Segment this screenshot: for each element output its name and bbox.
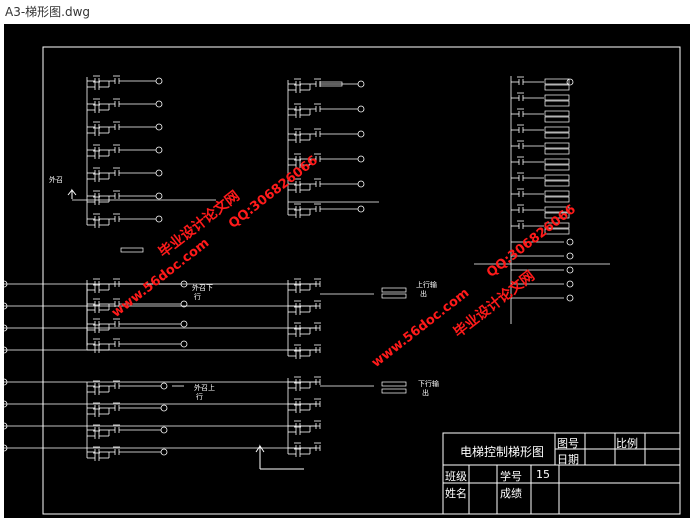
- arrow-center-up: [255, 444, 265, 469]
- window-title: A3-梯形图.dwg: [5, 5, 91, 19]
- drawing-border: [42, 46, 681, 515]
- title-block-riqi: 日期: [557, 453, 579, 466]
- cad-drawing-canvas[interactable]: 外召 外召下 行 外召上 行 上行输 出 下行输 出 电梯控制梯形图 图号 比例…: [4, 24, 690, 518]
- label-xing-2: 行: [196, 393, 203, 401]
- title-block-title: 电梯控制梯形图: [460, 445, 545, 459]
- label-xiaxing-shuchu: 下行输: [418, 380, 439, 388]
- title-block-tuhao: 图号: [557, 437, 579, 450]
- label-chu-1: 出: [420, 290, 427, 298]
- ladder-block-bottom-left: [86, 380, 184, 461]
- ladder-block-top-left: [72, 75, 216, 253]
- label-waizhao: 外召: [49, 176, 63, 184]
- title-block-chengji: 成绩: [500, 487, 522, 500]
- title-block-xingming: 姓名: [445, 487, 467, 500]
- window-title-bar: A3-梯形图.dwg: [0, 0, 693, 22]
- title-block-xuehao-value: 15: [536, 468, 550, 481]
- ladder-block-right: [474, 76, 610, 324]
- ladder-block-mid-center: [4, 278, 407, 359]
- label-waizhao-shang: 外召上: [194, 384, 215, 392]
- label-chu-2: 出: [422, 389, 429, 397]
- title-block-bili: 比例: [616, 437, 638, 450]
- label-shangxing-shuchu: 上行输: [416, 281, 437, 289]
- title-block-xuehao: 学号: [500, 470, 522, 483]
- arrow-left-up: [67, 188, 77, 199]
- label-waizhao-xia: 外召下: [192, 284, 213, 292]
- ladder-block-bottom-center: [4, 376, 407, 457]
- label-xing-1: 行: [194, 293, 201, 301]
- title-block-lines: [442, 432, 681, 515]
- ladder-diagram-svg: [4, 46, 681, 515]
- ladder-block-top-center: [287, 78, 379, 218]
- title-block-banji: 班级: [445, 470, 467, 483]
